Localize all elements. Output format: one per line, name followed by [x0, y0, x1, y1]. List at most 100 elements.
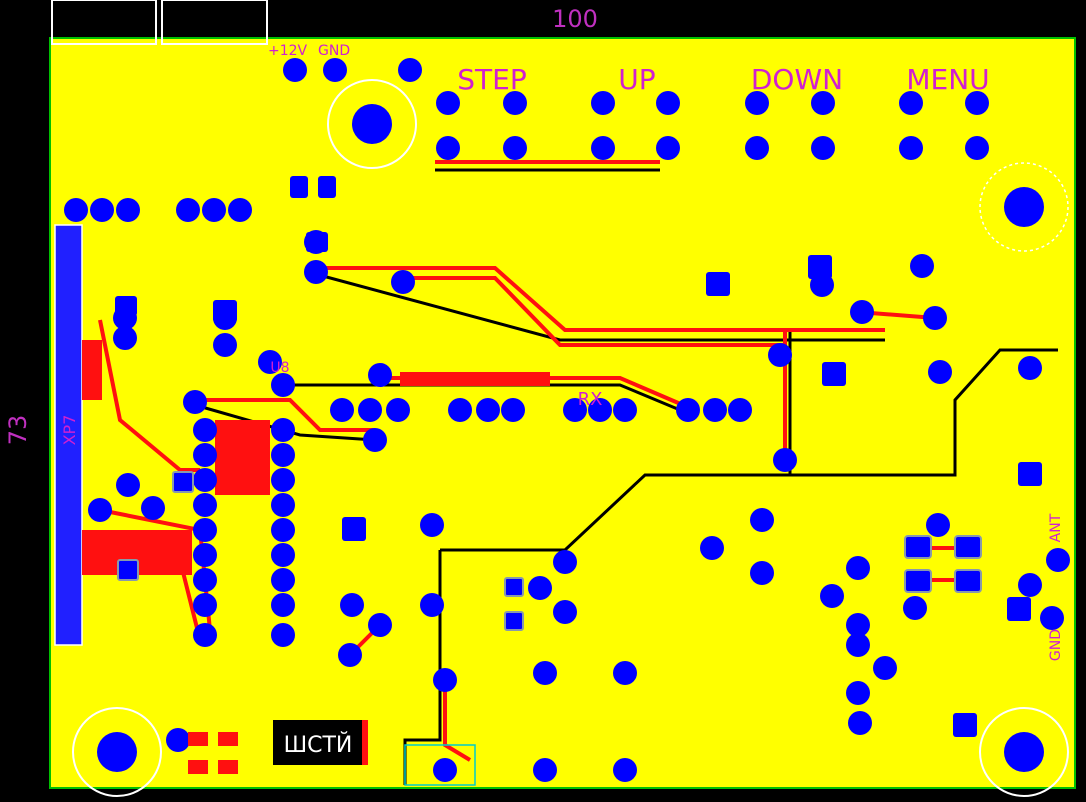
via-pad [116, 198, 140, 222]
via-pad [533, 758, 557, 782]
via-pad [193, 568, 217, 592]
via-pad [613, 758, 637, 782]
via-pad [398, 58, 422, 82]
via-pad [448, 398, 472, 422]
via-pad [965, 91, 989, 115]
mounting-hole-top-left [327, 79, 417, 169]
via-pad [750, 561, 774, 585]
label-ant: ANT [1048, 513, 1064, 542]
via-pad [591, 136, 615, 160]
via-pad [846, 633, 870, 657]
via-pad [304, 260, 328, 284]
mounting-hole-bottom-left-pad [97, 732, 137, 772]
via-pad [588, 398, 612, 422]
via-pad [436, 91, 460, 115]
mounting-hole-top-left-pad [352, 104, 392, 144]
via-pad [358, 398, 382, 422]
via-pad [750, 508, 774, 532]
via-pad [676, 398, 700, 422]
via-pad [899, 91, 923, 115]
via-pad [338, 643, 362, 667]
silk-text-block [273, 720, 368, 765]
via-pad [271, 593, 295, 617]
via-pad [656, 91, 680, 115]
via-pad [141, 496, 165, 520]
via-pad [368, 363, 392, 387]
via-pad [271, 518, 295, 542]
via-pad [271, 543, 295, 567]
button-label-up: UP [618, 63, 655, 96]
via-pad [193, 418, 217, 442]
via-pad [1046, 548, 1070, 572]
via-pad [910, 254, 934, 278]
via-pad [193, 443, 217, 467]
ribbon-connector-xp7 [54, 224, 83, 646]
label-power-gnd: GND [318, 43, 350, 59]
black-traces [194, 168, 1058, 785]
via-pad [928, 360, 952, 384]
via-pad [433, 668, 457, 692]
via-pad [436, 136, 460, 160]
mounting-hole-top-right-pad [1004, 187, 1044, 227]
via-pad [433, 758, 457, 782]
via-pad [271, 493, 295, 517]
via-pad [116, 473, 140, 497]
bottom-connector-outline [404, 744, 476, 786]
via-pad [271, 623, 295, 647]
via-pad [503, 136, 527, 160]
via-pad [113, 326, 137, 350]
via-pad [420, 593, 444, 617]
via-pad [1018, 356, 1042, 380]
via-pad [899, 136, 923, 160]
via-pad [271, 373, 295, 397]
via-pad [183, 390, 207, 414]
button-label-down: DOWN [751, 63, 843, 96]
via-pad [193, 518, 217, 542]
via-pad [873, 656, 897, 680]
via-pad [703, 398, 727, 422]
top-connector-outline-2 [161, 0, 268, 45]
via-pad [193, 493, 217, 517]
via-pad [258, 350, 282, 374]
via-pad [1018, 573, 1042, 597]
via-pad [193, 543, 217, 567]
button-label-step: STEP [457, 63, 526, 96]
dimension-width: 100 [552, 5, 598, 33]
via-pad [476, 398, 500, 422]
via-pad [700, 536, 724, 560]
via-pad [202, 198, 226, 222]
via-pad [193, 623, 217, 647]
via-pad [846, 556, 870, 580]
dimension-height: 73 [4, 415, 32, 446]
via-pad [656, 136, 680, 160]
via-pad [563, 398, 587, 422]
label-ribbon-xp7: XP7 [60, 415, 79, 446]
via-pad [193, 593, 217, 617]
via-pad [728, 398, 752, 422]
via-pad [846, 613, 870, 637]
mounting-holes [72, 79, 1069, 797]
via-pad [811, 91, 835, 115]
button-label-menu: MENU [906, 63, 989, 96]
via-pad [965, 136, 989, 160]
mounting-hole-bottom-right-pad [1004, 732, 1044, 772]
via-pad [553, 550, 577, 574]
via-pad [386, 398, 410, 422]
via-pad [283, 58, 307, 82]
via-pad [923, 306, 947, 330]
via-pad [613, 661, 637, 685]
via-pad [271, 443, 295, 467]
via-pad [271, 418, 295, 442]
via-pad [553, 600, 577, 624]
via-pad [368, 613, 392, 637]
via-pad [330, 398, 354, 422]
label-rx: RX [578, 389, 603, 410]
via-pad [323, 58, 347, 82]
via-pad [64, 198, 88, 222]
via-pad [533, 661, 557, 685]
via-pad [903, 596, 927, 620]
via-pad [271, 568, 295, 592]
via-pad [391, 270, 415, 294]
via-pad [811, 136, 835, 160]
mounting-hole-bottom-left [72, 707, 162, 797]
